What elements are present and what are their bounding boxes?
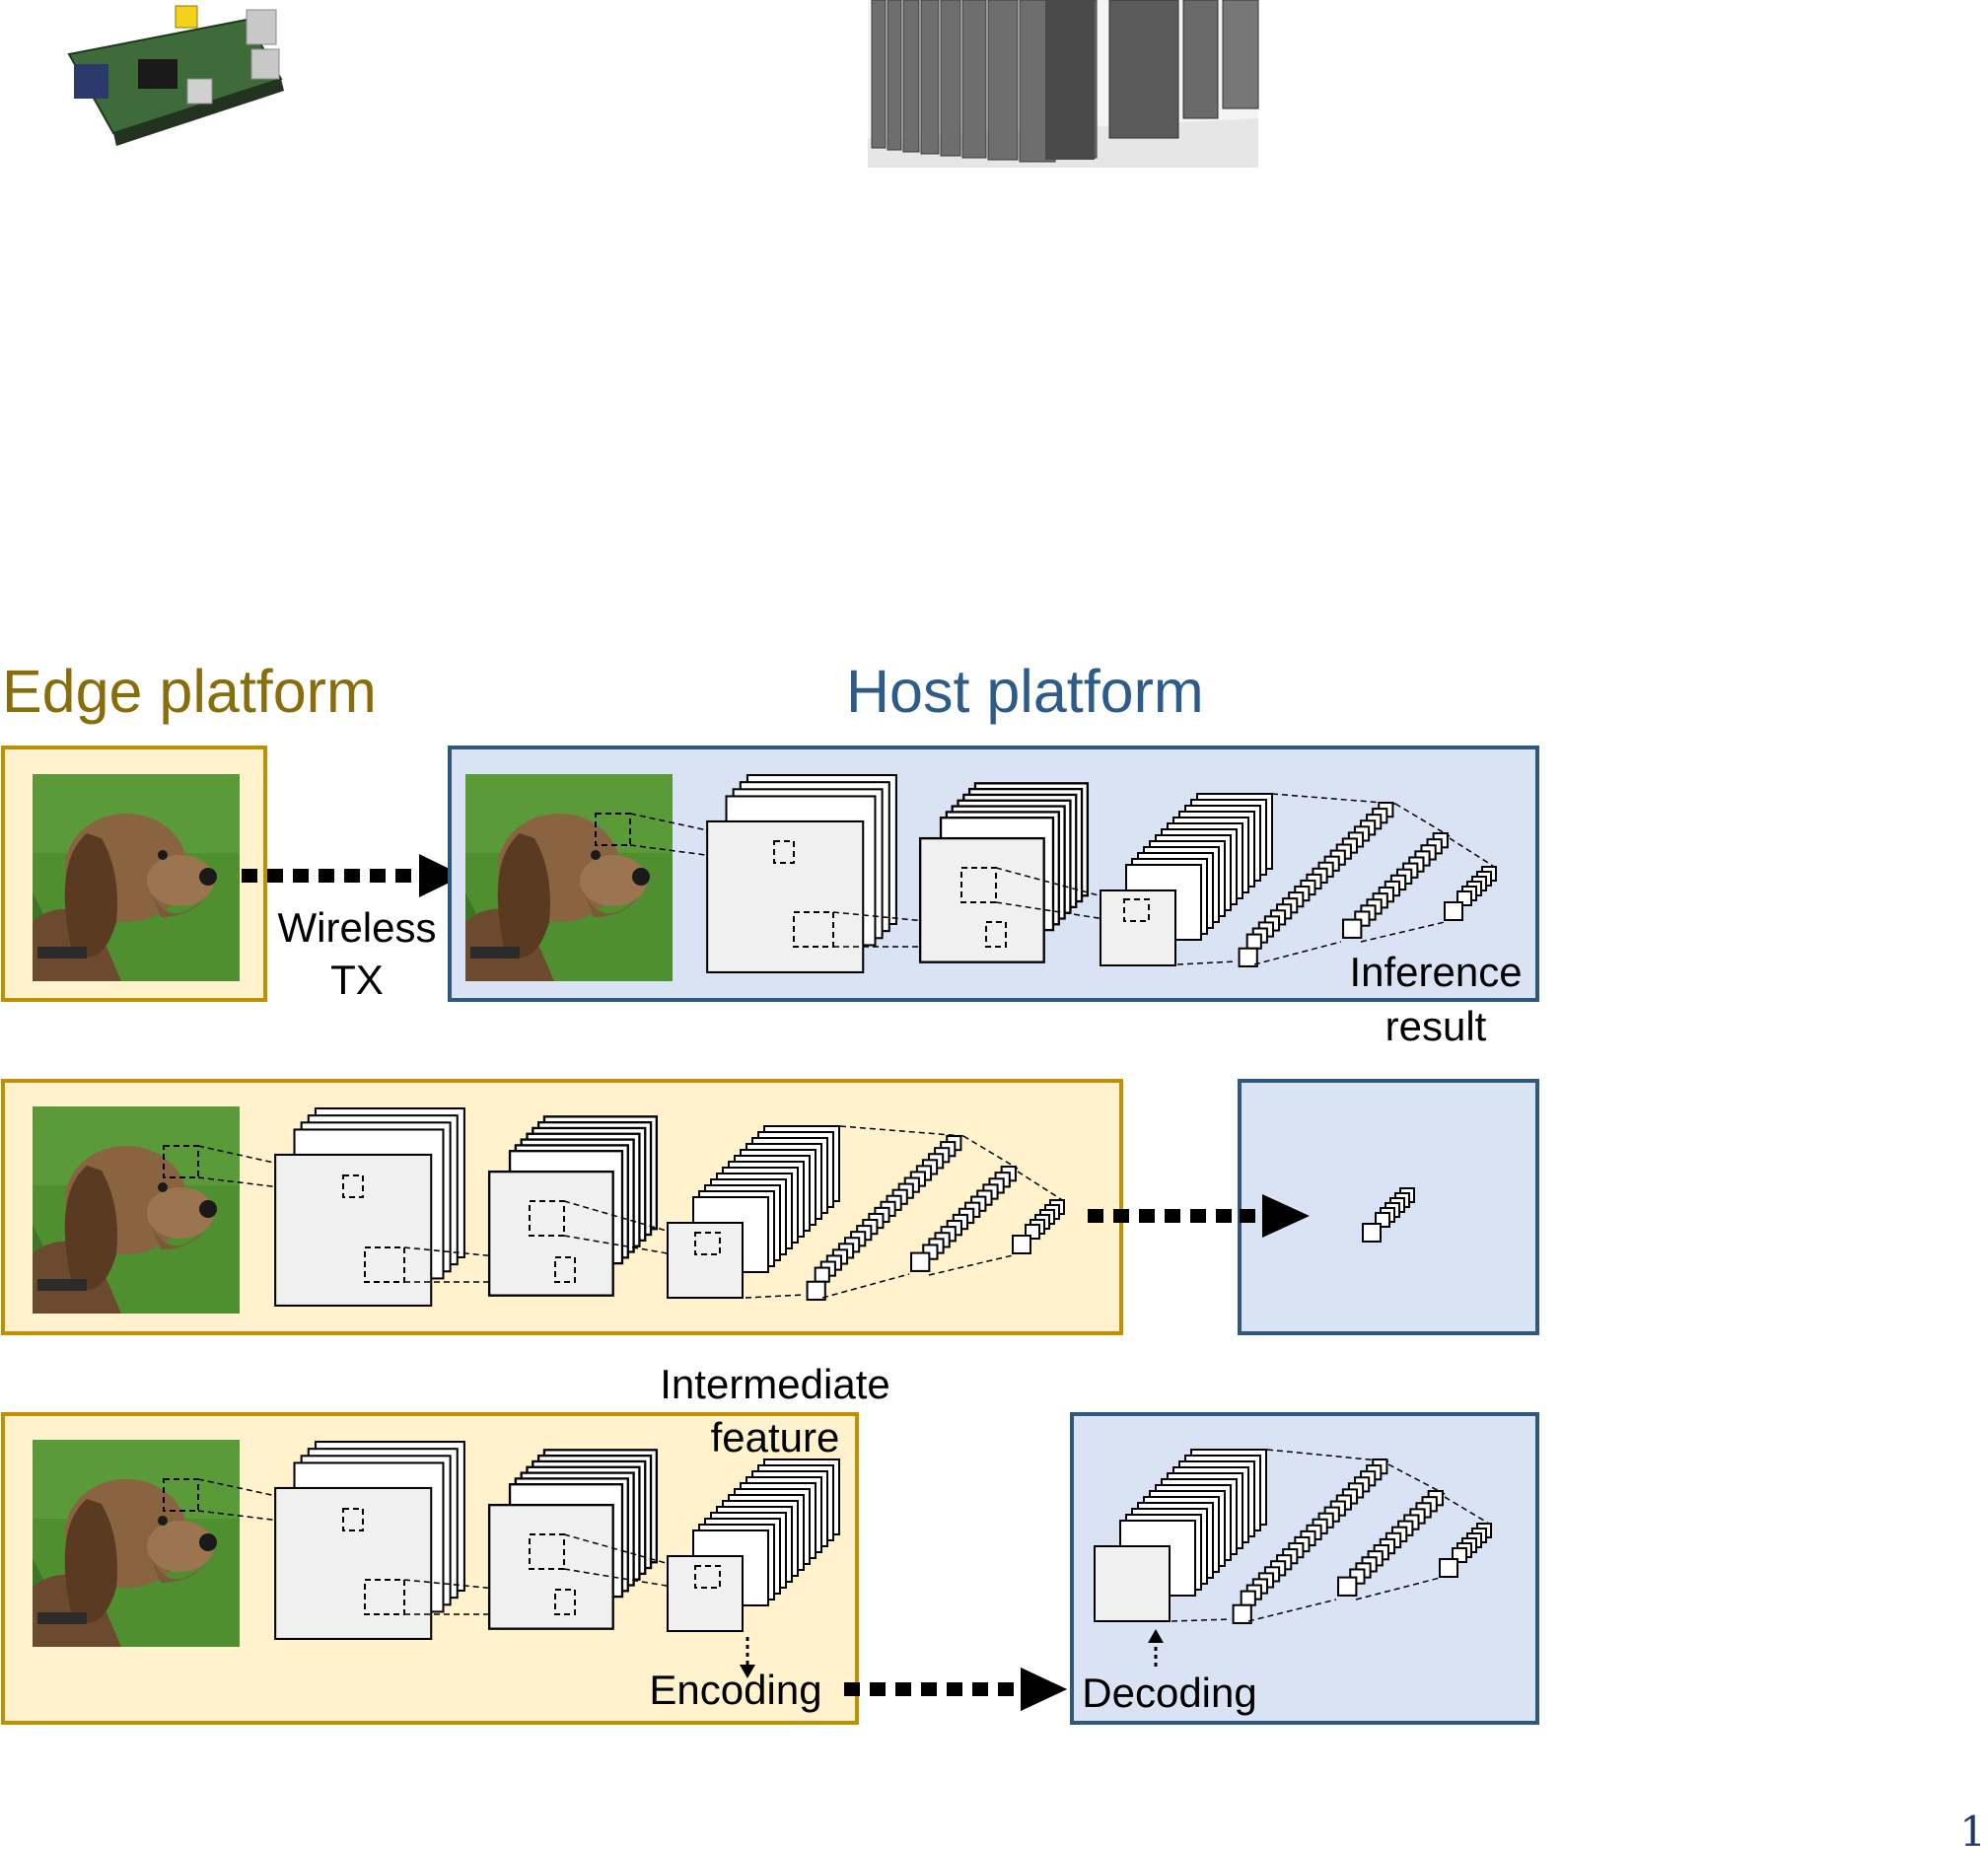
result-label: result — [1385, 1003, 1487, 1049]
dog-photo-icon — [33, 1106, 240, 1314]
feature-map-stack — [274, 1106, 465, 1308]
wireless-label: Wireless — [277, 904, 436, 951]
feature-map-stack — [706, 773, 897, 974]
row-2-full-edge — [1, 1079, 1539, 1335]
page-number: 1 — [1959, 1808, 1986, 1849]
encoding-label: Encoding — [649, 1667, 821, 1713]
host-panel-row3 — [1070, 1412, 1539, 1725]
arrow-head — [419, 854, 463, 897]
decoding-label: Decoding — [1082, 1670, 1256, 1716]
tx-label: TX — [330, 957, 384, 1003]
dog-photo-icon — [33, 1440, 240, 1647]
intermediate-label: Intermediate — [660, 1361, 889, 1407]
inference-label: Inference — [1349, 949, 1522, 995]
server-racks-icon — [868, 0, 1259, 168]
row-3-split-coding: Intermediate feature Encoding — [1, 1361, 1539, 1725]
dog-photo-icon — [33, 774, 240, 981]
feature-label: feature — [711, 1414, 840, 1460]
row-1-full-offload: Wireless TX Inference result — [1, 746, 1539, 1049]
edge-platform-heading: Edge platform — [2, 658, 377, 725]
single-board-computer-icon — [67, 5, 284, 146]
dog-photo-icon — [465, 774, 673, 981]
feature-map-stack — [274, 1440, 465, 1641]
host-platform-heading: Host platform — [846, 658, 1204, 725]
